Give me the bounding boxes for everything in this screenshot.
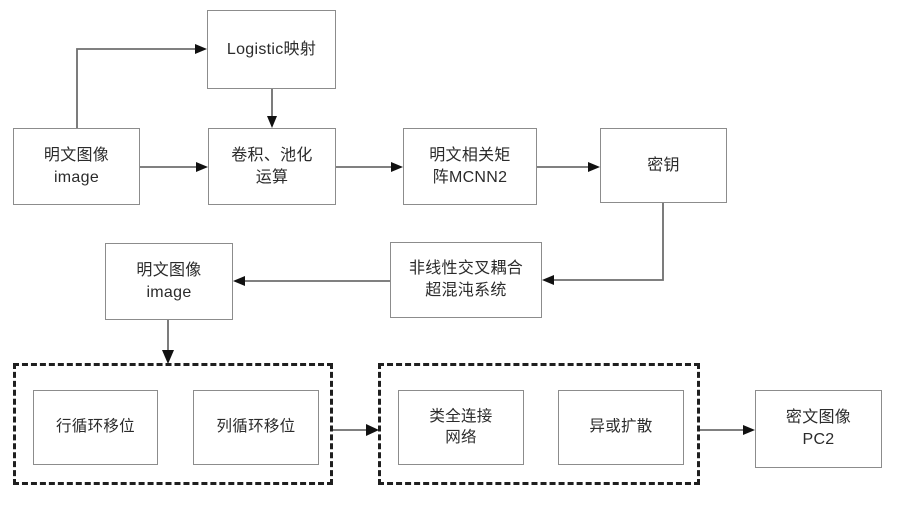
dashed-group-diffusion	[378, 363, 700, 485]
edge-diffusion-to-cipher-image	[700, 425, 755, 435]
edge-permutation-to-diffusion	[333, 424, 379, 436]
node-plain-image-top[interactable]: 明文图像 image	[13, 128, 140, 205]
node-plain-correlation-matrix[interactable]: 明文相关矩 阵MCNN2	[403, 128, 537, 205]
edge-matrix-to-key	[537, 162, 600, 172]
node-row-cyclic-shift[interactable]: 行循环移位	[33, 390, 158, 465]
edge-conv-to-matrix	[336, 162, 403, 172]
edge-key-to-hyperchaos	[542, 203, 664, 285]
node-column-cyclic-shift[interactable]: 列循环移位	[193, 390, 319, 465]
node-conv-pool[interactable]: 卷积、池化 运算	[208, 128, 336, 205]
edge-plain-image-to-conv	[140, 162, 208, 172]
node-plain-image-mid[interactable]: 明文图像 image	[105, 243, 233, 320]
dashed-group-permutation	[13, 363, 333, 485]
edge-plain-image-mid-to-permutation	[162, 320, 174, 364]
node-fully-connected-like-network[interactable]: 类全连接 网络	[398, 390, 524, 465]
edge-hyperchaos-to-plain-image-mid	[233, 276, 390, 286]
node-secret-key[interactable]: 密钥	[600, 128, 727, 203]
edge-logistic-to-conv	[267, 89, 277, 128]
node-xor-diffusion[interactable]: 异或扩散	[558, 390, 684, 465]
node-cipher-image[interactable]: 密文图像 PC2	[755, 390, 882, 468]
edge-plain-image-to-logistic	[76, 44, 207, 128]
node-logistic-map[interactable]: Logistic映射	[207, 10, 336, 89]
node-hyperchaotic-system[interactable]: 非线性交叉耦合 超混沌系统	[390, 242, 542, 318]
